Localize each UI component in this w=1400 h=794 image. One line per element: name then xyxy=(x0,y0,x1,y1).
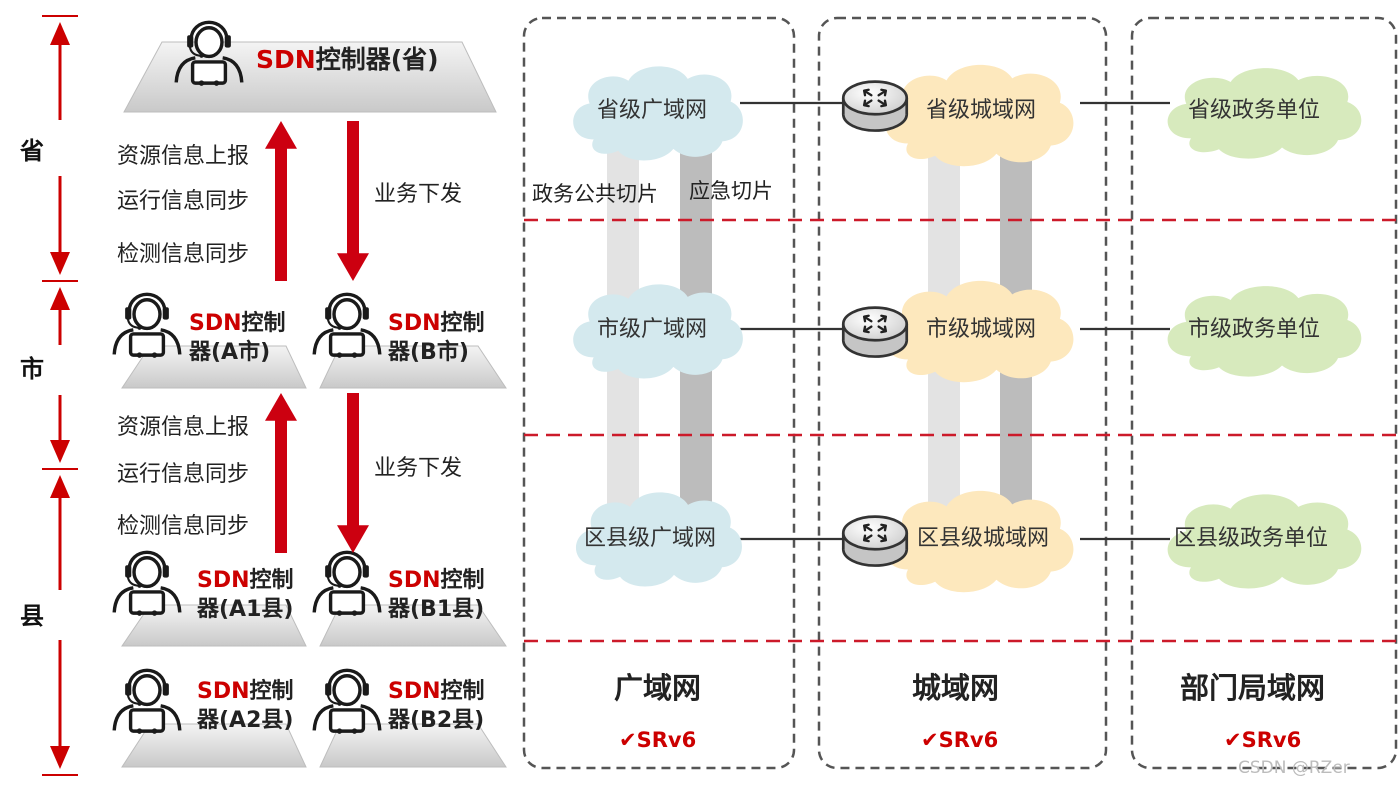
county-a2-platform xyxy=(121,723,307,768)
lan-column xyxy=(1130,16,1398,770)
level-label-city: 市 xyxy=(20,355,44,383)
resource-report-label: 资源信息上报 xyxy=(117,144,250,169)
report-up-arrow xyxy=(265,393,297,553)
province-controller-platform xyxy=(123,41,497,113)
watermark: CSDN @RZer xyxy=(1238,758,1350,778)
man-column-title: 城域网 xyxy=(912,671,1000,705)
city-lan-label: 市级政务单位 xyxy=(1188,317,1321,342)
router-icon xyxy=(841,306,909,358)
router-icon xyxy=(841,515,909,567)
report-up-arrow xyxy=(265,121,297,281)
wan-protocol-label: ✔SRv6 xyxy=(619,728,697,752)
emergency-slice-label: 应急切片 xyxy=(689,179,773,203)
county-b1-controller-label: SDN控制 器(B1县) xyxy=(388,568,485,622)
hierarchy-scale xyxy=(42,15,78,776)
county-a1-platform xyxy=(121,604,307,647)
county-b2-controller-label: SDN控制 器(B2县) xyxy=(388,679,485,733)
run-sync-label: 运行信息同步 xyxy=(117,189,250,214)
county-a2-controller-label: SDN控制 器(A2县) xyxy=(197,679,294,733)
province-wan-label: 省级广域网 xyxy=(597,98,708,123)
service-issue-label: 业务下发 xyxy=(374,456,463,481)
gov-slice-label: 政务公共切片 xyxy=(532,182,658,206)
detect-sync-label: 检测信息同步 xyxy=(117,242,250,267)
issue-down-arrow xyxy=(337,393,369,553)
county-man-label: 区县级城域网 xyxy=(917,526,1050,551)
lan-column-title: 部门局域网 xyxy=(1180,671,1326,705)
lan-protocol-label: ✔SRv6 xyxy=(1224,728,1302,752)
service-issue-label: 业务下发 xyxy=(374,182,463,207)
city-b-controller-label: SDN控制 器(B市) xyxy=(388,311,485,365)
county-b1-platform xyxy=(319,604,507,647)
resource-report-label: 资源信息上报 xyxy=(117,415,250,440)
detect-sync-label: 检测信息同步 xyxy=(117,514,250,539)
province-lan-label: 省级政务单位 xyxy=(1188,98,1321,123)
run-sync-label: 运行信息同步 xyxy=(117,462,250,487)
county-a1-controller-label: SDN控制 器(A1县) xyxy=(197,568,294,622)
wan-column-title: 广域网 xyxy=(614,671,702,705)
province-controller-label: SDN控制器(省) xyxy=(256,45,439,74)
network-links xyxy=(740,101,1170,541)
city-a-platform xyxy=(121,345,307,389)
wan-column xyxy=(522,16,796,770)
city-a-controller-label: SDN控制 器(A市) xyxy=(189,311,286,365)
issue-down-arrow xyxy=(337,121,369,281)
level-separators xyxy=(524,218,1396,643)
county-b2-platform xyxy=(319,723,507,768)
province-man-label: 省级城域网 xyxy=(926,98,1037,123)
controller-platforms xyxy=(121,41,507,768)
network-columns xyxy=(522,16,1398,770)
city-wan-label: 市级广域网 xyxy=(597,317,708,342)
man-protocol-label: ✔SRv6 xyxy=(921,728,999,752)
city-b-platform xyxy=(319,345,507,389)
man-column xyxy=(817,16,1108,770)
county-lan-label: 区县级政务单位 xyxy=(1174,526,1329,551)
level-label-county: 县 xyxy=(20,602,44,630)
city-man-label: 市级城域网 xyxy=(926,317,1037,342)
level-label-province: 省 xyxy=(20,137,44,165)
county-wan-label: 区县级广域网 xyxy=(584,526,717,551)
router-icon xyxy=(841,80,909,132)
